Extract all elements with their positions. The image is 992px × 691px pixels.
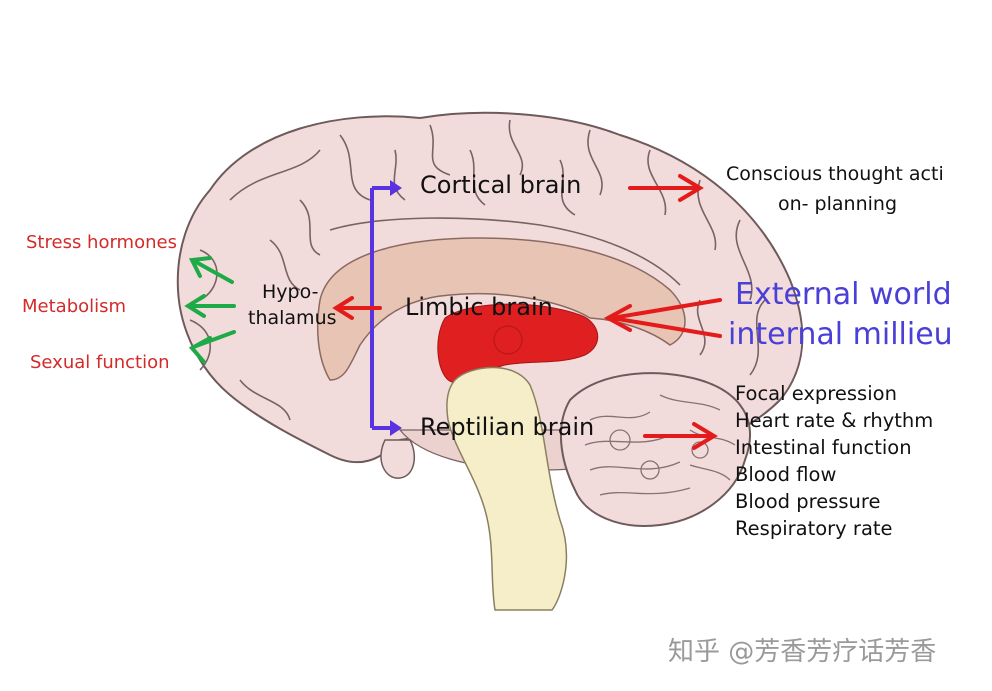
- arrow-cortical-to-conscious: [628, 174, 704, 202]
- list-item: Intestinal function: [735, 436, 912, 459]
- pituitary: [380, 439, 416, 479]
- label-limbic-brain: Limbic brain: [405, 293, 553, 321]
- cerebellum: [559, 372, 751, 527]
- label-cortical-brain: Cortical brain: [420, 171, 582, 199]
- red-arrows: [332, 174, 722, 450]
- green-arrows: [184, 256, 236, 364]
- label-stress-hormones: Stress hormones: [26, 232, 177, 253]
- arrow-metabolism: [184, 294, 236, 318]
- label-reptilian-brain: Reptilian brain: [420, 413, 595, 441]
- label-conscious-line1: Conscious thought acti: [726, 163, 944, 185]
- label-internal-millieu: internal millieu: [728, 317, 953, 352]
- list-item: Focal expression: [735, 382, 897, 405]
- list-item: Heart rate & rhythm: [735, 409, 934, 432]
- label-sexual-function: Sexual function: [30, 352, 170, 373]
- arrow-reptilian-to-functions: [643, 422, 718, 450]
- arrow-to-hypothalamus: [332, 296, 382, 320]
- reptilian-function-list: Focal expression Heart rate & rhythm Int…: [735, 380, 933, 542]
- watermark: 知乎 @芳香芳疗话芳香: [668, 637, 937, 667]
- brainstem: [446, 366, 568, 611]
- list-item: Blood flow: [735, 463, 837, 486]
- label-external-world: External world: [735, 277, 952, 312]
- arrow-external-to-limbic: [603, 298, 722, 338]
- list-item: Blood pressure: [735, 490, 881, 513]
- label-hypothalamus-line1: Hypo-: [262, 281, 319, 303]
- limbic-core-red: [437, 303, 599, 383]
- arrow-sexual: [188, 330, 236, 364]
- label-hypothalamus-line2: thalamus: [248, 307, 337, 329]
- label-conscious-line2: on- planning: [778, 193, 898, 215]
- arrow-stress: [188, 256, 234, 284]
- label-metabolism: Metabolism: [22, 296, 127, 317]
- list-item: Respiratory rate: [735, 517, 893, 540]
